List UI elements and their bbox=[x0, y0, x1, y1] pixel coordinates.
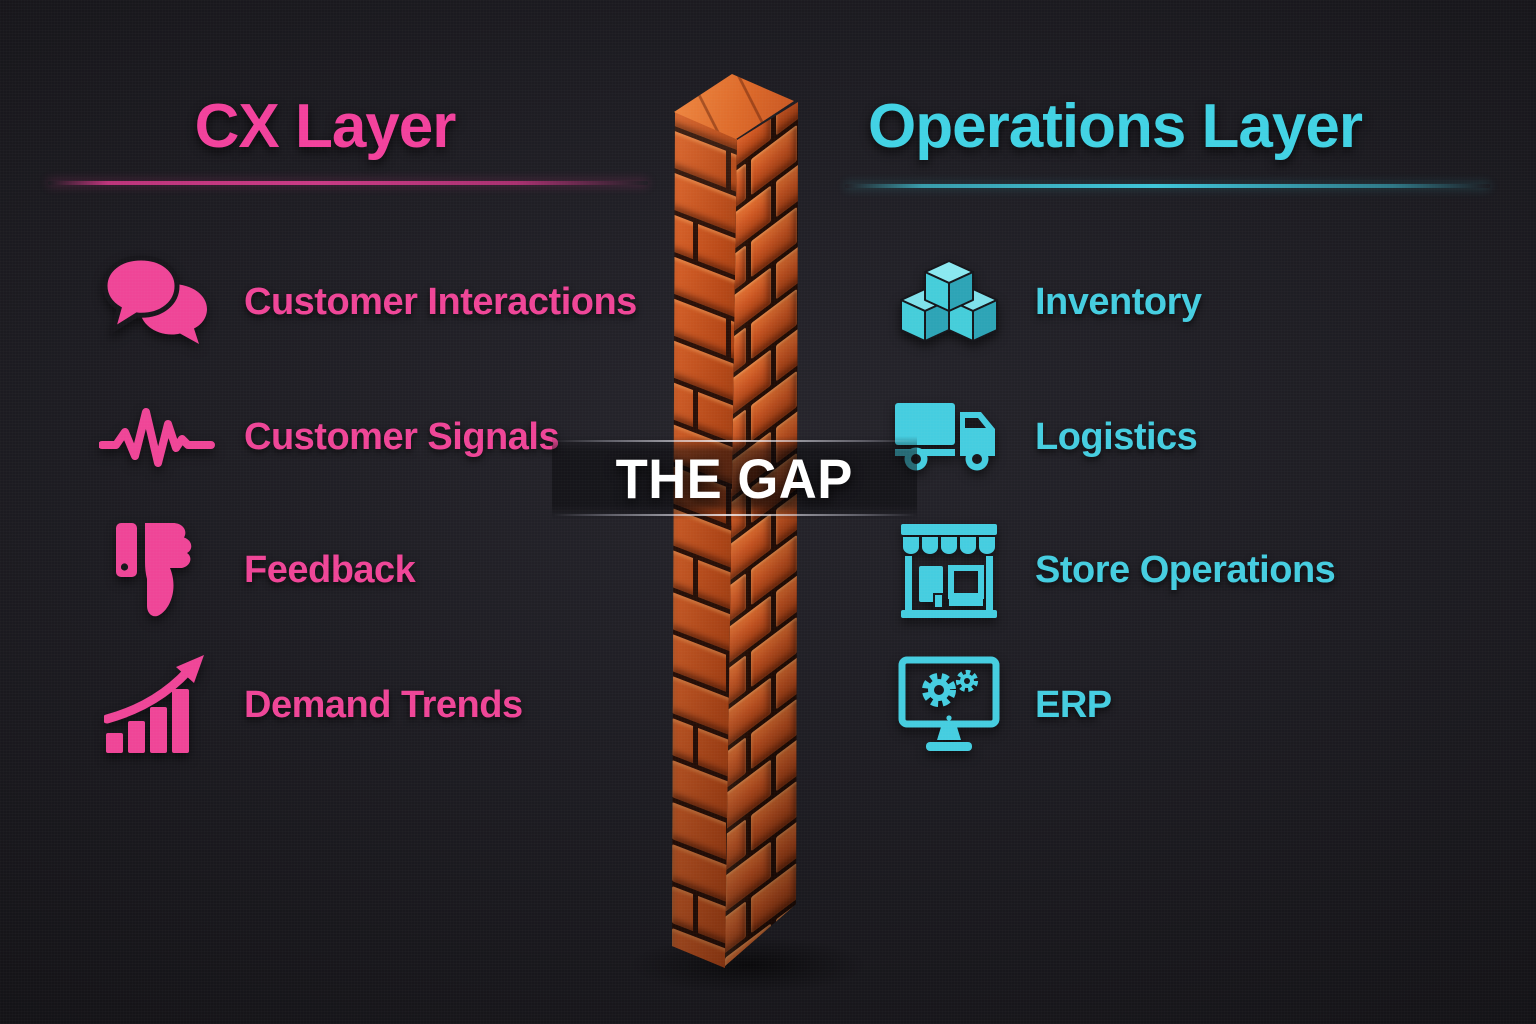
inventory-boxes-icon bbox=[886, 247, 1011, 357]
cx-item-customer-interactions: Customer Interactions bbox=[95, 247, 665, 357]
wall-right-face-courses bbox=[725, 102, 798, 966]
truck-icon bbox=[886, 382, 1011, 492]
light-streak-bottom bbox=[552, 514, 917, 516]
ops-item-inventory: Inventory bbox=[886, 247, 1506, 357]
growth-chart-icon bbox=[95, 650, 220, 760]
signal-wave-icon bbox=[95, 382, 220, 492]
operations-layer-title: Operations Layer bbox=[868, 91, 1363, 161]
operations-layer-underline bbox=[845, 184, 1490, 188]
item-label: Store Operations bbox=[1035, 548, 1336, 591]
item-label: Demand Trends bbox=[244, 683, 523, 726]
cx-item-demand-trends: Demand Trends bbox=[95, 650, 665, 760]
item-label: ERP bbox=[1035, 683, 1112, 726]
gap-band: THE GAP bbox=[552, 436, 917, 520]
wall-right-face bbox=[725, 102, 798, 966]
brick-wall-divider bbox=[660, 70, 820, 1000]
item-label: Logistics bbox=[1035, 415, 1198, 458]
cx-layer-underline bbox=[48, 181, 648, 185]
item-label: Customer Signals bbox=[244, 415, 560, 458]
light-streak-top bbox=[552, 440, 917, 442]
chat-bubbles-icon bbox=[95, 247, 220, 357]
gap-label: THE GAP bbox=[615, 446, 854, 510]
cx-item-feedback: Feedback bbox=[95, 515, 665, 625]
item-label: Inventory bbox=[1035, 280, 1202, 323]
cx-item-customer-signals: Customer Signals bbox=[95, 382, 665, 492]
thumbs-down-icon bbox=[95, 515, 220, 625]
ops-item-logistics: Logistics bbox=[886, 382, 1506, 492]
item-label: Feedback bbox=[244, 548, 416, 591]
storefront-icon bbox=[886, 515, 1011, 625]
ops-item-erp: ERP bbox=[886, 650, 1506, 760]
item-label: Customer Interactions bbox=[244, 280, 637, 323]
ops-item-store-operations: Store Operations bbox=[886, 515, 1506, 625]
cx-layer-title: CX Layer bbox=[194, 91, 457, 161]
erp-monitor-icon bbox=[886, 650, 1011, 760]
